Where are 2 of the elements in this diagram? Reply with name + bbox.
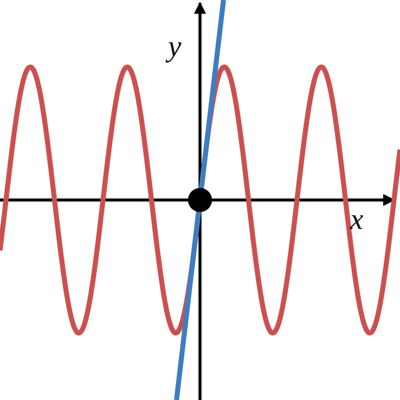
axis-label: y (168, 32, 182, 62)
axis-label: x (350, 205, 364, 235)
